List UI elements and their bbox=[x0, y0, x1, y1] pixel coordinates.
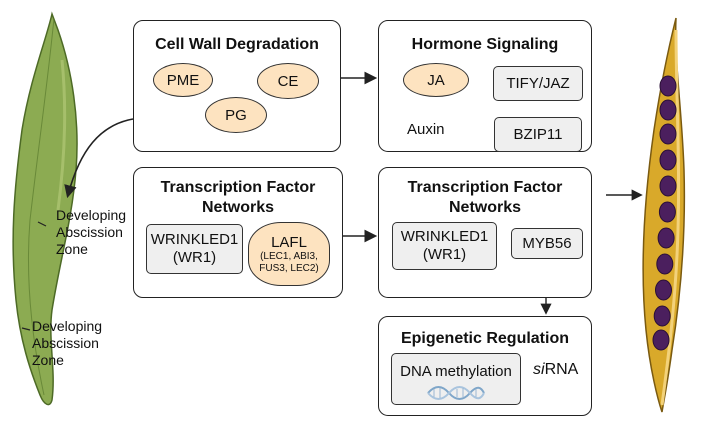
ja-node: JA bbox=[403, 63, 469, 97]
bzip11-node: BZIP11 bbox=[494, 117, 582, 152]
upper-label-line1: Developing bbox=[56, 207, 127, 223]
seed bbox=[659, 99, 677, 121]
seed bbox=[653, 305, 671, 327]
pme-node: PME bbox=[153, 63, 213, 97]
cell-wall-title: Cell Wall Degradation bbox=[155, 36, 319, 53]
seed bbox=[659, 175, 677, 197]
seed bbox=[659, 75, 677, 97]
tf-networks-left-panel: Transcription Factor Networks WRINKLED1 … bbox=[133, 167, 343, 298]
wri-left-line1: WRINKLED1 bbox=[150, 231, 239, 248]
tify-jaz-node: TIFY/JAZ bbox=[493, 66, 583, 101]
sirna-label: siRNA bbox=[533, 361, 578, 378]
seed-group bbox=[652, 75, 677, 351]
wrinkled1-right-node: WRINKLED1 (WR1) bbox=[392, 222, 497, 270]
sirna-prefix: si bbox=[533, 361, 545, 378]
dna-methylation-label: DNA methylation bbox=[400, 363, 512, 380]
cell-wall-panel: Cell Wall Degradation PME CE PG bbox=[133, 20, 341, 152]
hormone-title: Hormone Signaling bbox=[411, 36, 559, 53]
seed bbox=[658, 201, 676, 223]
upper-abscission-label: Developing Abscission Zone bbox=[56, 207, 126, 258]
lower-label-line1: Developing bbox=[32, 318, 103, 334]
myb56-node: MYB56 bbox=[511, 228, 583, 259]
wri-right-line2: (WR1) bbox=[422, 246, 467, 263]
lafl-sub-line2: FUS3, LEC2) bbox=[259, 262, 319, 274]
seed bbox=[659, 149, 677, 171]
lafl-sub-line1: (LEC1, ABI3, bbox=[260, 250, 318, 262]
arrow-cellwall-to-pod bbox=[64, 118, 134, 199]
epigenetic-title: Epigenetic Regulation bbox=[400, 330, 569, 347]
lower-label-line2: Abscission bbox=[32, 335, 99, 351]
dna-helix-icon bbox=[427, 386, 485, 400]
tf-left-title-line1: Transcription Factor bbox=[160, 179, 316, 196]
dna-methylation-node: DNA methylation bbox=[391, 353, 521, 405]
lafl-label: LAFL bbox=[271, 233, 307, 251]
lower-label-line3: Zone bbox=[32, 352, 64, 368]
sirna-suffix: RNA bbox=[544, 361, 579, 378]
wri-left-line2: (WR1) bbox=[172, 249, 217, 266]
lafl-node: LAFL (LEC1, ABI3, FUS3, LEC2) bbox=[248, 222, 330, 286]
seed bbox=[652, 329, 670, 351]
seed bbox=[657, 227, 675, 249]
upper-label-line2: Abscission bbox=[56, 224, 123, 240]
epigenetic-panel: Epigenetic Regulation DNA methylation si… bbox=[378, 316, 592, 416]
ce-node: CE bbox=[257, 63, 319, 99]
tf-right-title-line1: Transcription Factor bbox=[407, 179, 563, 196]
wri-right-line1: WRINKLED1 bbox=[400, 228, 489, 245]
seed bbox=[659, 123, 677, 145]
tf-networks-right-panel: Transcription Factor Networks WRINKLED1 … bbox=[378, 167, 592, 298]
pg-node: PG bbox=[205, 97, 267, 133]
upper-label-line3: Zone bbox=[56, 241, 88, 257]
hormone-panel: Hormone Signaling JA TIFY/JAZ Auxin BZIP… bbox=[378, 20, 592, 152]
lower-abscission-label: Developing Abscission Zone bbox=[32, 318, 102, 369]
seed bbox=[656, 253, 674, 275]
seed bbox=[655, 279, 672, 301]
tf-left-title-line2: Networks bbox=[201, 199, 275, 216]
auxin-label: Auxin bbox=[407, 121, 445, 138]
wrinkled1-left-node: WRINKLED1 (WR1) bbox=[146, 224, 243, 274]
tf-right-title-line2: Networks bbox=[448, 199, 522, 216]
